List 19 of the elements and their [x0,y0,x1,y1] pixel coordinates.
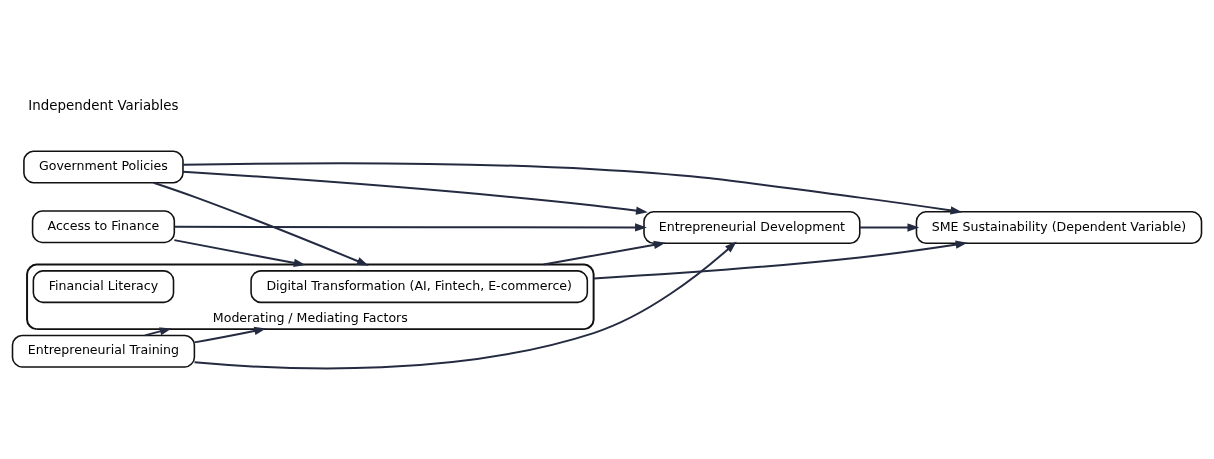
arrow [193,326,267,344]
arrow [592,240,968,280]
label: Independent Variables [28,97,179,113]
node-box: Digital Transformation (AI, Fintech, E-commerce) [250,270,589,304]
arrow [173,239,306,267]
node-box: Financial Literacy [32,270,175,304]
arrow [542,240,666,266]
arrow [152,181,369,266]
node-box: Entrepreneurial Training [11,334,196,368]
arrow [193,241,737,370]
node-box: SME Sustainability (Dependent Variable) [915,211,1203,245]
arrow [144,327,172,337]
arrow [858,223,920,232]
node-box: Access to Finance [31,210,176,244]
arrow [182,162,963,215]
node-box: Entrepreneurial Development [643,211,861,245]
node-box: Government Policies [23,150,184,184]
arrow [173,223,647,232]
arrow [182,170,648,215]
